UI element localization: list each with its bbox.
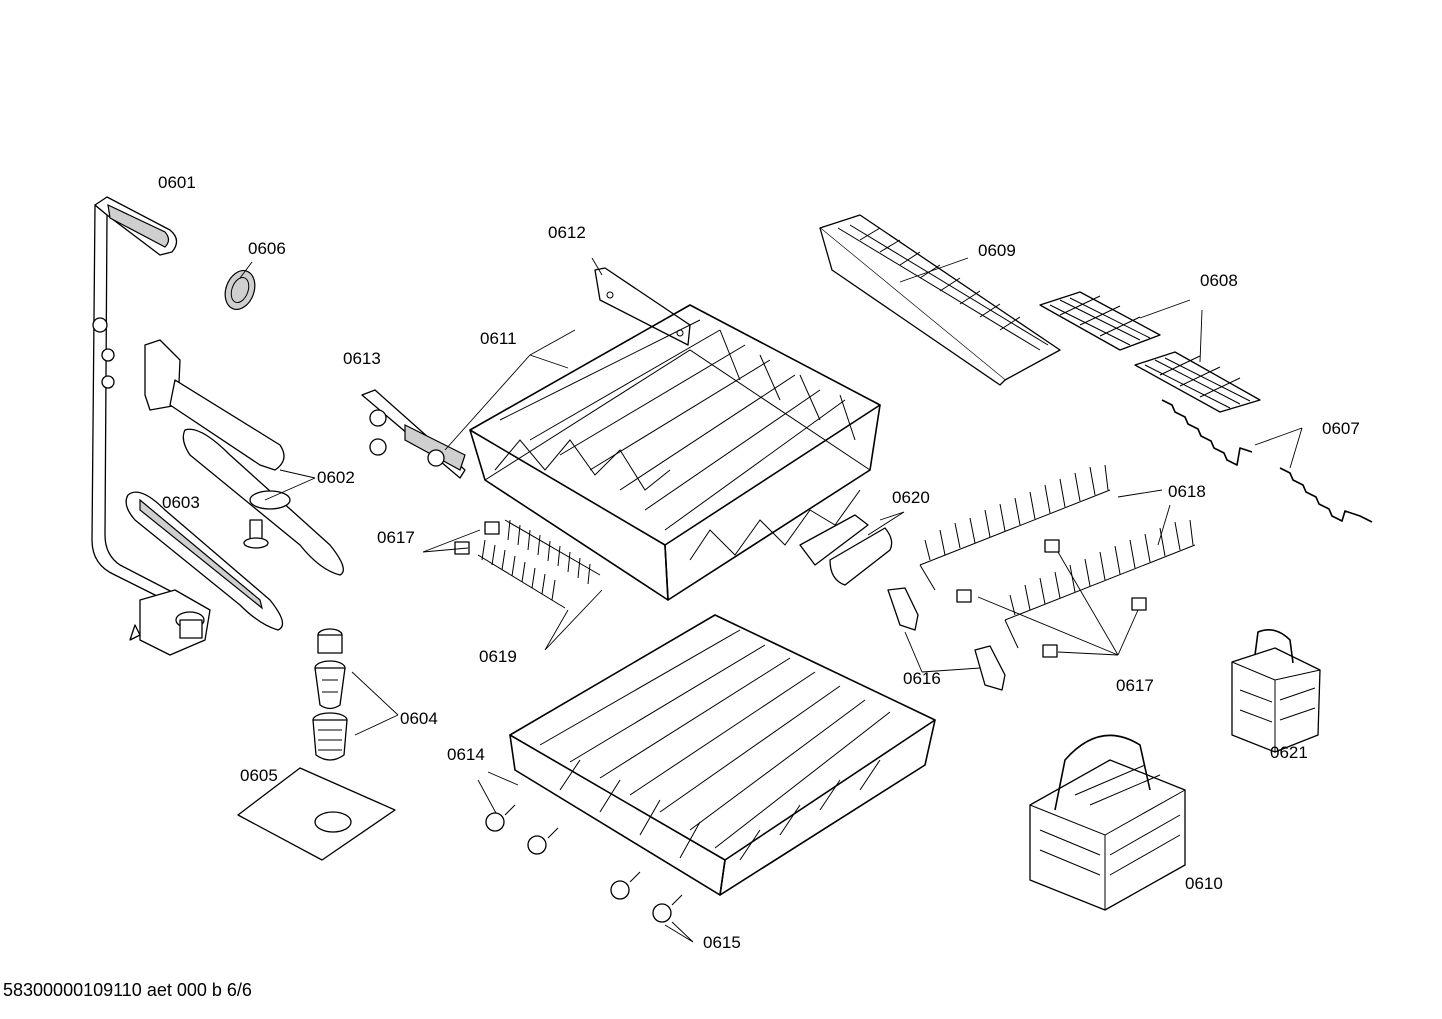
cutlery-tray-0609 <box>819 214 1061 386</box>
label-0601: 0601 <box>158 173 196 192</box>
clips-0617-left <box>454 521 500 555</box>
clips-0617-right <box>956 539 1147 658</box>
holders-0616 <box>887 587 1006 691</box>
label-0618: 0618 <box>1168 482 1206 501</box>
nozzle-0606 <box>224 270 256 310</box>
filter-plate-0605 <box>237 767 396 861</box>
label-0613: 0613 <box>343 349 381 368</box>
label-0605: 0605 <box>240 766 278 785</box>
bracket-0612 <box>594 267 691 346</box>
upper-basket-0611 <box>469 304 881 601</box>
part-labels: 0601 0606 0612 0609 0608 0611 0613 0607 … <box>158 173 1360 952</box>
lower-basket <box>509 614 936 896</box>
tine-strips-0618 <box>919 464 1196 649</box>
label-0611: 0611 <box>480 329 517 348</box>
roller-bracket-0613 <box>361 389 466 479</box>
label-0617b: 0617 <box>1116 676 1154 695</box>
label-0607: 0607 <box>1322 419 1360 438</box>
cover-0620 <box>799 514 893 586</box>
label-0620: 0620 <box>892 488 930 507</box>
water-pipe-0601 <box>91 196 211 656</box>
tine-rows-0619 <box>477 519 601 609</box>
label-0602: 0602 <box>317 468 355 487</box>
label-0616: 0616 <box>903 669 941 688</box>
document-footer-id: 58300000109110 aet 000 b 6/6 <box>3 980 252 1000</box>
filters-0604 <box>312 628 348 761</box>
label-0608: 0608 <box>1200 271 1238 290</box>
label-0614: 0614 <box>447 745 485 764</box>
label-0610: 0610 <box>1185 874 1223 893</box>
label-0609: 0609 <box>978 241 1016 260</box>
label-0612: 0612 <box>548 223 586 242</box>
small-basket-0621 <box>1231 629 1321 753</box>
grid-inserts-0608 <box>1039 291 1261 413</box>
leader-lines <box>239 257 1303 943</box>
label-0604: 0604 <box>400 709 438 728</box>
wheels-0614-0615 <box>485 804 683 923</box>
label-0621: 0621 <box>1270 743 1308 762</box>
label-0606: 0606 <box>248 239 286 258</box>
zigzag-strips-0607 <box>1161 399 1373 523</box>
label-0603: 0603 <box>162 493 200 512</box>
label-0619: 0619 <box>479 647 517 666</box>
cutlery-basket-0610 <box>1029 734 1186 911</box>
label-0617a: 0617 <box>377 528 415 547</box>
spray-arm-lower-0603 <box>125 491 284 631</box>
label-0615: 0615 <box>703 933 741 952</box>
spray-arm-upper-0602 <box>144 339 344 576</box>
